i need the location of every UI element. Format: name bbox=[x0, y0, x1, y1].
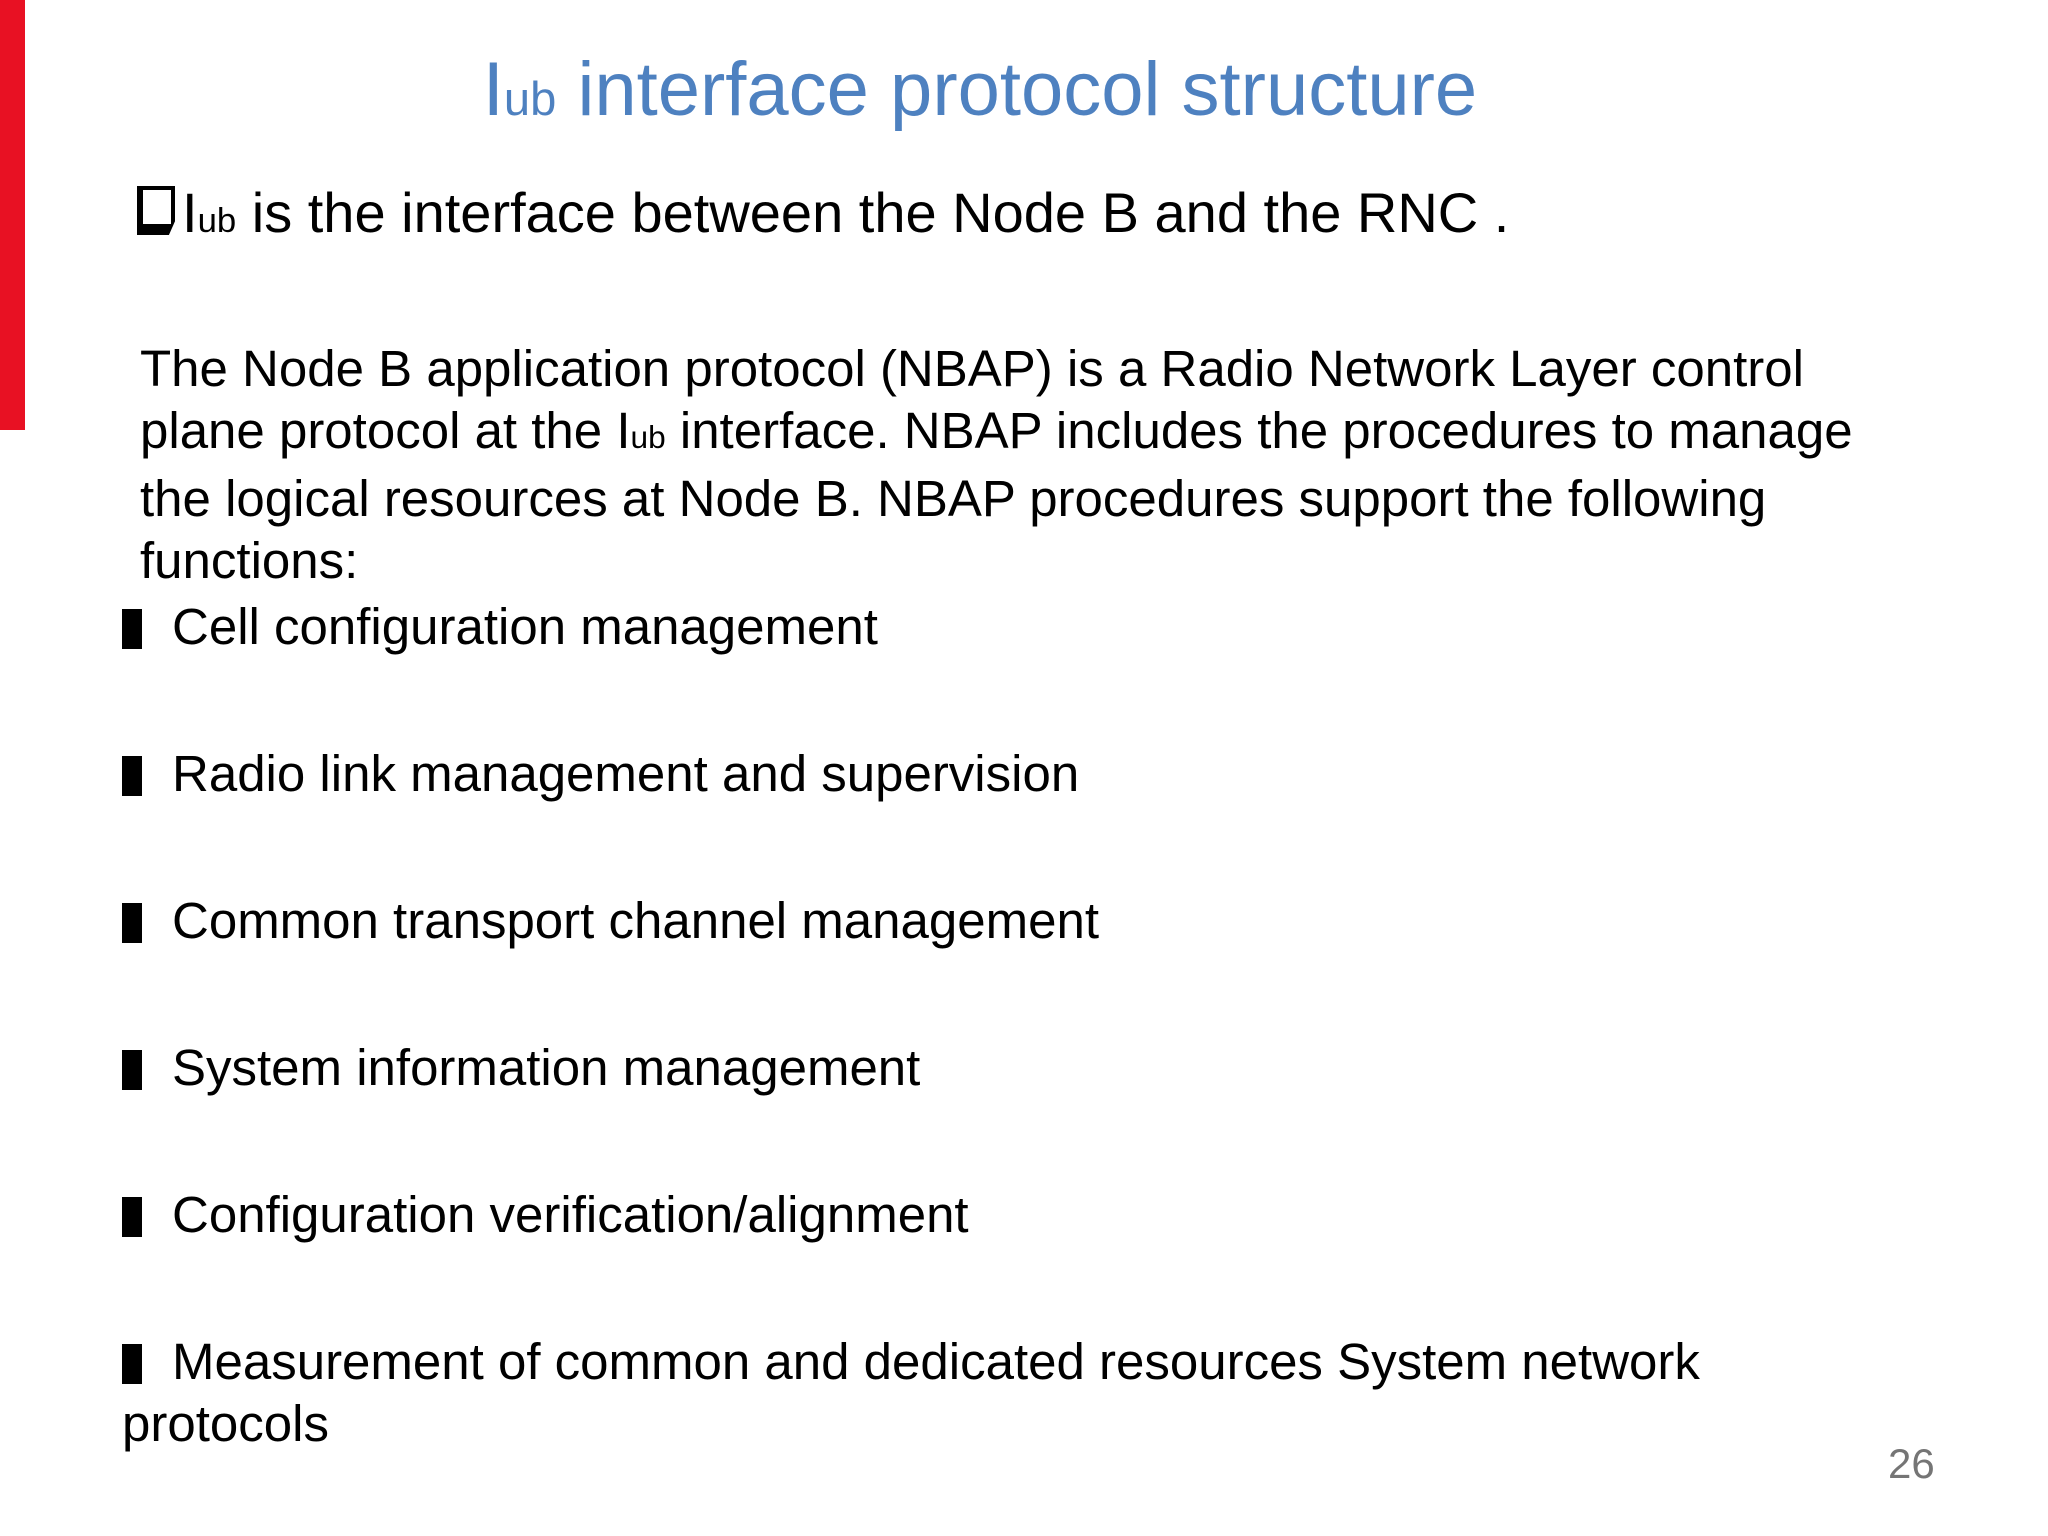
function-list: Cell configuration management Radio link… bbox=[122, 596, 1700, 1455]
list-item-text: Common transport channel management bbox=[172, 892, 1099, 949]
list-item: Configuration verification/alignment bbox=[122, 1184, 1700, 1331]
paragraph-line: functions: bbox=[140, 532, 359, 589]
body-paragraph: The Node B application protocol (NBAP) i… bbox=[140, 338, 1853, 592]
slide-title: Iub interface protocol structure bbox=[0, 48, 1960, 132]
list-item-text: Radio link management and supervision bbox=[172, 745, 1080, 802]
filled-square-bullet-icon bbox=[122, 1344, 142, 1384]
list-item-text: Cell configuration management bbox=[172, 598, 878, 655]
filled-square-bullet-icon bbox=[122, 903, 142, 943]
list-item: Common transport channel management bbox=[122, 890, 1700, 1037]
filled-square-bullet-icon bbox=[122, 609, 142, 649]
filled-square-bullet-icon bbox=[122, 1050, 142, 1090]
filled-square-bullet-icon bbox=[122, 1197, 142, 1237]
hollow-square-bullet-icon bbox=[137, 186, 175, 235]
paragraph-line2-pre: plane protocol at the I bbox=[140, 402, 631, 459]
lead-subscript: ub bbox=[197, 202, 237, 240]
list-item: System information management bbox=[122, 1037, 1700, 1184]
paragraph-line2-post: interface. NBAP includes the procedures … bbox=[665, 402, 1853, 459]
title-prefix: I bbox=[482, 47, 504, 132]
paragraph-line: plane protocol at the Iub interface. NBA… bbox=[140, 400, 1853, 468]
title-rest: interface protocol structure bbox=[556, 47, 1478, 132]
red-strip-artifact bbox=[0, 0, 25, 430]
list-item-text: System information management bbox=[172, 1039, 921, 1096]
list-item-text: Configuration verification/alignment bbox=[172, 1186, 969, 1243]
lead-text: is the interface between the Node B and … bbox=[236, 181, 1510, 244]
list-item-text: Measurement of common and dedicated reso… bbox=[172, 1333, 1700, 1390]
filled-square-bullet-icon bbox=[122, 756, 142, 796]
list-item: Measurement of common and dedicated reso… bbox=[122, 1331, 1700, 1455]
list-item-wrap-line: protocols bbox=[122, 1395, 329, 1452]
page-number: 26 bbox=[1888, 1440, 1935, 1487]
list-item-line: Measurement of common and dedicated reso… bbox=[122, 1331, 1700, 1393]
lead-bullet-line: Iub is the interface between the Node B … bbox=[137, 182, 1509, 244]
list-item: Cell configuration management bbox=[122, 596, 1700, 743]
paragraph-line: The Node B application protocol (NBAP) i… bbox=[140, 340, 1804, 397]
title-subscript: ub bbox=[503, 72, 557, 125]
paragraph-line: the logical resources at Node B. NBAP pr… bbox=[140, 470, 1767, 527]
lead-prefix: I bbox=[182, 181, 198, 244]
list-item: Radio link management and supervision bbox=[122, 743, 1700, 890]
paragraph-line2-subscript: ub bbox=[630, 419, 666, 455]
